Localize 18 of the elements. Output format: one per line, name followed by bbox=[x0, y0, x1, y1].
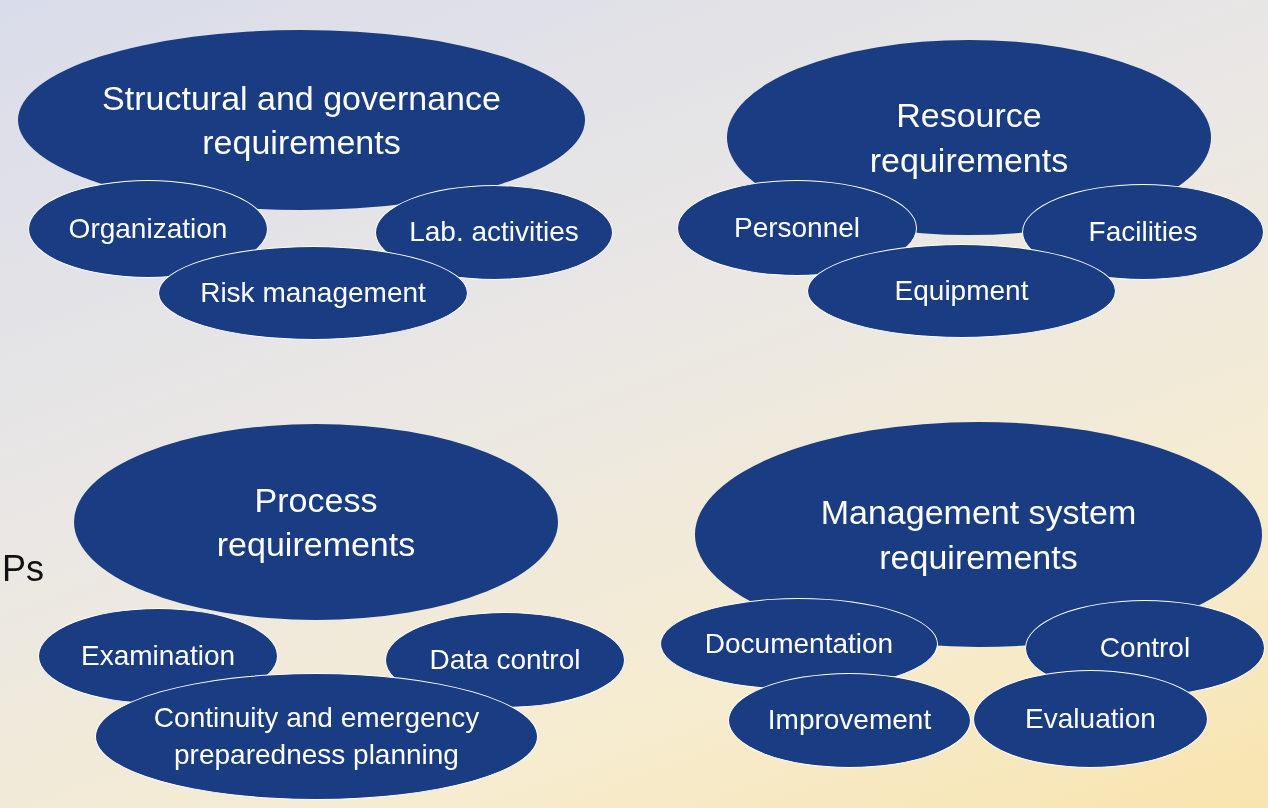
oval-label: Continuity and emergency preparedness planning bbox=[152, 701, 481, 772]
oval-label: Data control bbox=[429, 642, 581, 677]
oval-label: Lab. activities bbox=[409, 215, 579, 250]
oval-label: Structural and governance requirements bbox=[101, 77, 502, 163]
oval-label: Control bbox=[1099, 630, 1191, 665]
oval-label: Improvement bbox=[767, 703, 932, 738]
oval-label: Resource requirements bbox=[869, 95, 1069, 181]
oval-label: Personnel bbox=[733, 210, 861, 245]
oval-label: Organization bbox=[68, 211, 228, 246]
oval-label: Process requirements bbox=[216, 479, 416, 565]
oval-label: Facilities bbox=[1088, 214, 1198, 249]
oval-label: Examination bbox=[80, 638, 236, 673]
oval-label: Management system requirements bbox=[819, 492, 1138, 578]
oval-label: Evaluation bbox=[1025, 701, 1156, 736]
text-fragment: Ps bbox=[2, 548, 44, 590]
oval-label: Equipment bbox=[894, 273, 1029, 308]
oval-label: Documentation bbox=[704, 626, 894, 661]
oval-label: Risk management bbox=[200, 275, 426, 310]
